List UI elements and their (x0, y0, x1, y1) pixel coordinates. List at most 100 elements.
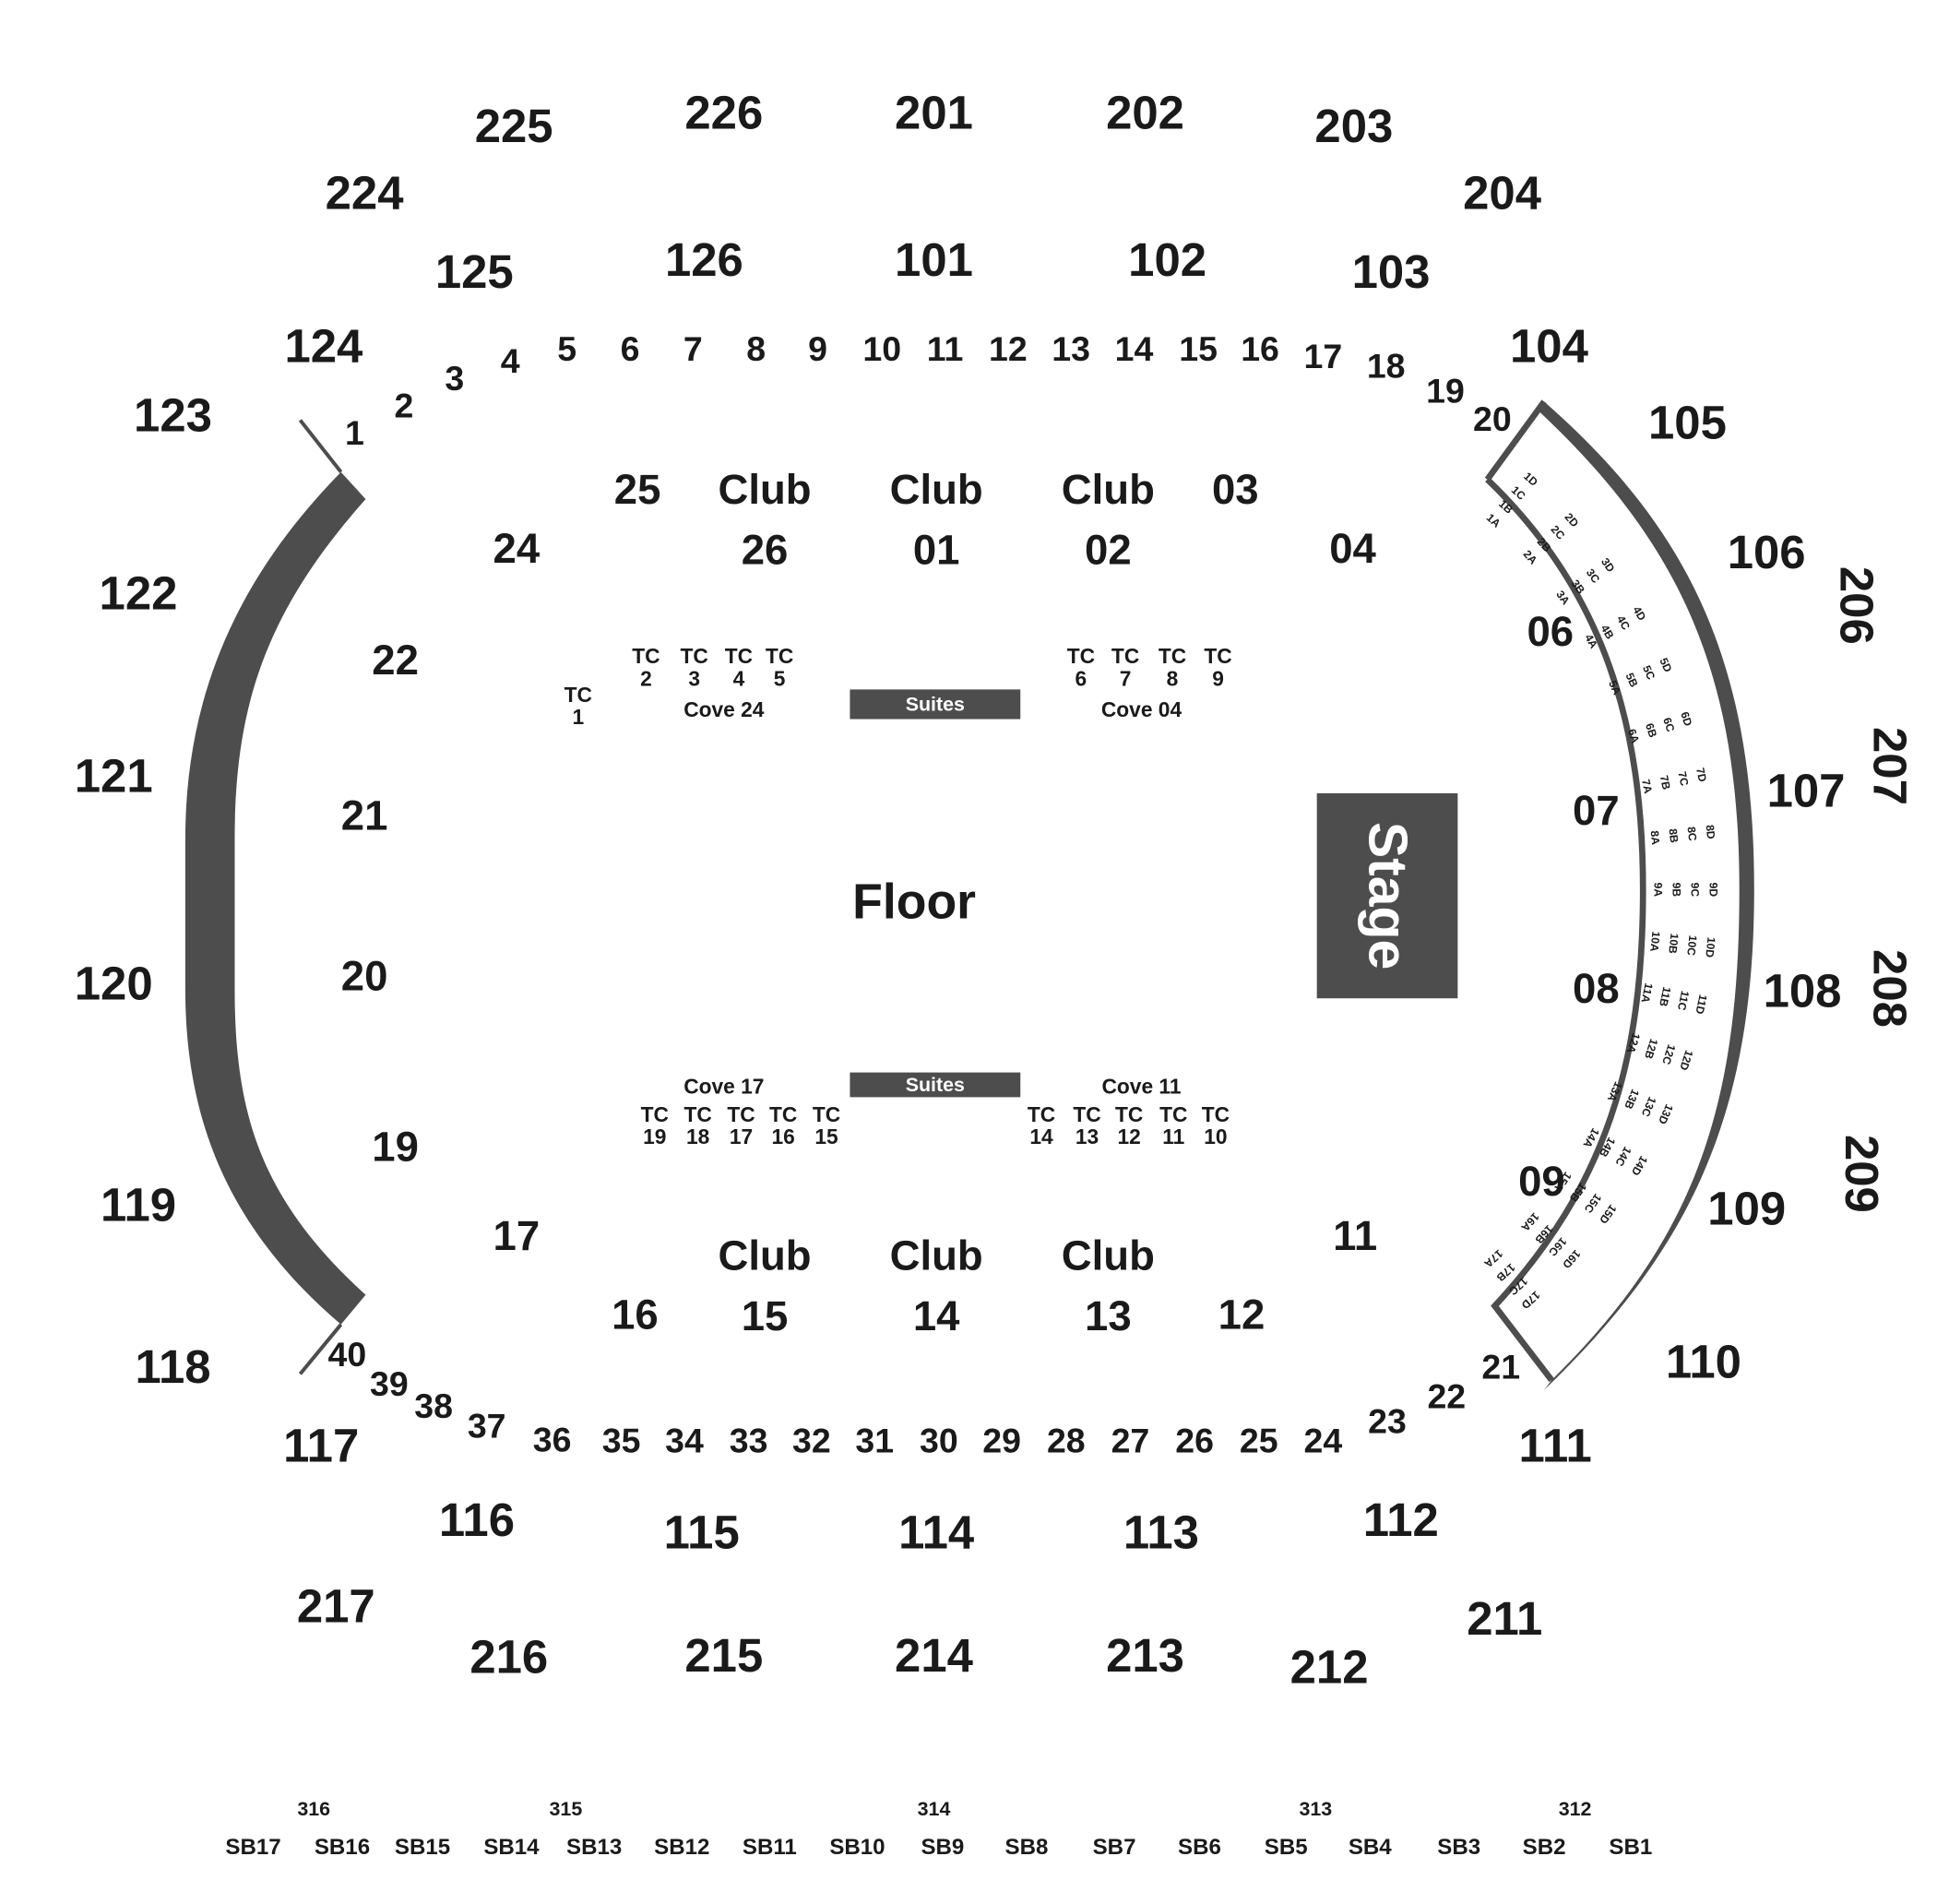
section-126[interactable]: 126 (665, 233, 743, 286)
club-bottom-2[interactable]: Club (718, 1232, 811, 1279)
section-101[interactable]: 101 (895, 233, 973, 286)
box-39[interactable]: 39 (370, 1364, 409, 1403)
club-bottom-4[interactable]: Club (1062, 1232, 1155, 1279)
section-315[interactable]: 315 (550, 1798, 583, 1820)
tc-13[interactable]: 13 (1075, 1125, 1099, 1148)
section-313[interactable]: 313 (1299, 1798, 1332, 1820)
loge-box-12A[interactable]: 12A (1624, 1031, 1643, 1055)
section-224[interactable]: 224 (326, 167, 405, 220)
tc-8[interactable]: 8 (1167, 666, 1179, 690)
box-40[interactable]: 40 (327, 1335, 366, 1374)
tc-12[interactable]: TC (1115, 1102, 1143, 1126)
loge-box-3D[interactable]: 3D (1598, 555, 1618, 575)
box-8[interactable]: 8 (746, 329, 766, 368)
box-11[interactable]: 11 (927, 329, 964, 368)
section-212[interactable]: 212 (1290, 1640, 1369, 1693)
box-24[interactable]: 24 (1304, 1422, 1343, 1460)
box-17[interactable]: 17 (1304, 337, 1343, 375)
suite-box-sb7[interactable]: SB7 (1093, 1835, 1136, 1860)
loge-box-5B[interactable]: 5B (1623, 671, 1641, 689)
cove-11[interactable]: Cove 11 (1101, 1074, 1181, 1098)
box-3[interactable]: 3 (445, 359, 464, 398)
section-108[interactable]: 108 (1764, 965, 1842, 1017)
box-4[interactable]: 4 (501, 341, 520, 380)
suite-box-sb5[interactable]: SB5 (1265, 1835, 1308, 1860)
section-118[interactable]: 118 (135, 1340, 210, 1393)
loge-box-7D[interactable]: 7D (1693, 767, 1709, 783)
tc-18[interactable]: 18 (686, 1125, 709, 1148)
tc-1[interactable]: TC (564, 683, 592, 707)
box-36[interactable]: 36 (533, 1420, 572, 1458)
tc-19[interactable]: TC (641, 1102, 669, 1126)
box-29[interactable]: 29 (982, 1422, 1021, 1460)
inner-section-08[interactable]: 08 (1573, 965, 1620, 1012)
box-19[interactable]: 19 (1426, 371, 1465, 410)
loge-box-13A[interactable]: 13A (1605, 1079, 1625, 1103)
loge-box-4B[interactable]: 4B (1598, 623, 1617, 642)
loge-box-8B[interactable]: 8B (1667, 828, 1682, 844)
suite-box-sb17[interactable]: SB17 (225, 1835, 280, 1860)
floor-label[interactable]: Floor (852, 875, 976, 929)
loge-box-2C[interactable]: 2C (1548, 523, 1567, 542)
club-bottom-2[interactable]: 15 (742, 1292, 789, 1339)
club-top-5[interactable]: 03 (1212, 466, 1259, 513)
loge-box-13C[interactable]: 13C (1639, 1095, 1659, 1119)
section-209[interactable]: 209 (1836, 1135, 1888, 1213)
suite-box-sb8[interactable]: SB8 (1005, 1835, 1049, 1860)
section-204[interactable]: 204 (1463, 167, 1542, 220)
club-top-2[interactable]: Club (718, 466, 811, 513)
box-31[interactable]: 31 (855, 1422, 894, 1460)
tc-2[interactable]: TC (632, 644, 660, 668)
tc-4[interactable]: 4 (733, 666, 745, 690)
loge-box-11B[interactable]: 11B (1657, 986, 1673, 1008)
loge-box-1A[interactable]: 1A (1484, 511, 1503, 530)
tc-3[interactable]: TC (681, 644, 708, 668)
box-15[interactable]: 15 (1179, 329, 1218, 368)
loge-box-5C[interactable]: 5C (1640, 663, 1658, 682)
inner-section-24[interactable]: 24 (493, 525, 541, 572)
tc-14[interactable]: 14 (1029, 1125, 1053, 1148)
tc-5[interactable]: TC (766, 644, 793, 668)
loge-box-14C[interactable]: 14C (1612, 1145, 1634, 1169)
suites-top[interactable] (850, 689, 1021, 720)
loge-box-4C[interactable]: 4C (1614, 613, 1633, 633)
section-123[interactable]: 123 (134, 389, 212, 442)
tc-18[interactable]: TC (684, 1102, 712, 1126)
loge-box-12C[interactable]: 12C (1659, 1042, 1678, 1066)
suite-box-sb12[interactable]: SB12 (654, 1835, 709, 1860)
inner-section-22[interactable]: 22 (372, 637, 419, 684)
section-217[interactable]: 217 (297, 1580, 375, 1633)
box-25[interactable]: 25 (1240, 1422, 1278, 1460)
section-121[interactable]: 121 (75, 750, 153, 803)
section-122[interactable]: 122 (100, 566, 178, 619)
club-top-1[interactable]: 25 (614, 466, 661, 513)
section-103[interactable]: 103 (1352, 245, 1431, 298)
loge-box-1D[interactable]: 1D (1521, 470, 1540, 489)
section-201[interactable]: 201 (895, 86, 973, 138)
loge-box-9A[interactable]: 9A (1651, 883, 1664, 898)
loge-box-9D[interactable]: 9D (1707, 883, 1720, 898)
section-206[interactable]: 206 (1830, 566, 1883, 645)
section-208[interactable]: 208 (1864, 949, 1917, 1028)
tc-8[interactable]: TC (1159, 644, 1186, 668)
section-109[interactable]: 109 (1707, 1182, 1786, 1234)
section-226[interactable]: 226 (684, 86, 763, 138)
tc-10[interactable]: 10 (1204, 1125, 1227, 1148)
tc-17[interactable]: TC (727, 1102, 755, 1126)
section-107[interactable]: 107 (1767, 765, 1846, 817)
club-bottom-5[interactable]: 12 (1218, 1291, 1266, 1339)
suite-box-sb3[interactable]: SB3 (1437, 1835, 1480, 1860)
section-125[interactable]: 125 (435, 245, 514, 298)
tc-6[interactable]: TC (1067, 644, 1095, 668)
section-117[interactable]: 117 (283, 1420, 359, 1472)
loge-box-7C[interactable]: 7C (1675, 770, 1691, 787)
loge-box-1B[interactable]: 1B (1496, 497, 1515, 517)
tc-7[interactable]: TC (1111, 644, 1139, 668)
tc-4[interactable]: TC (725, 644, 753, 668)
box-16[interactable]: 16 (1241, 329, 1279, 368)
loge-box-2D[interactable]: 2D (1562, 510, 1581, 530)
loge-box-9C[interactable]: 9C (1689, 883, 1702, 898)
section-102[interactable]: 102 (1128, 233, 1206, 286)
club-bottom-3[interactable]: Club (890, 1232, 983, 1279)
cove-17[interactable]: Cove 17 (683, 1074, 764, 1098)
